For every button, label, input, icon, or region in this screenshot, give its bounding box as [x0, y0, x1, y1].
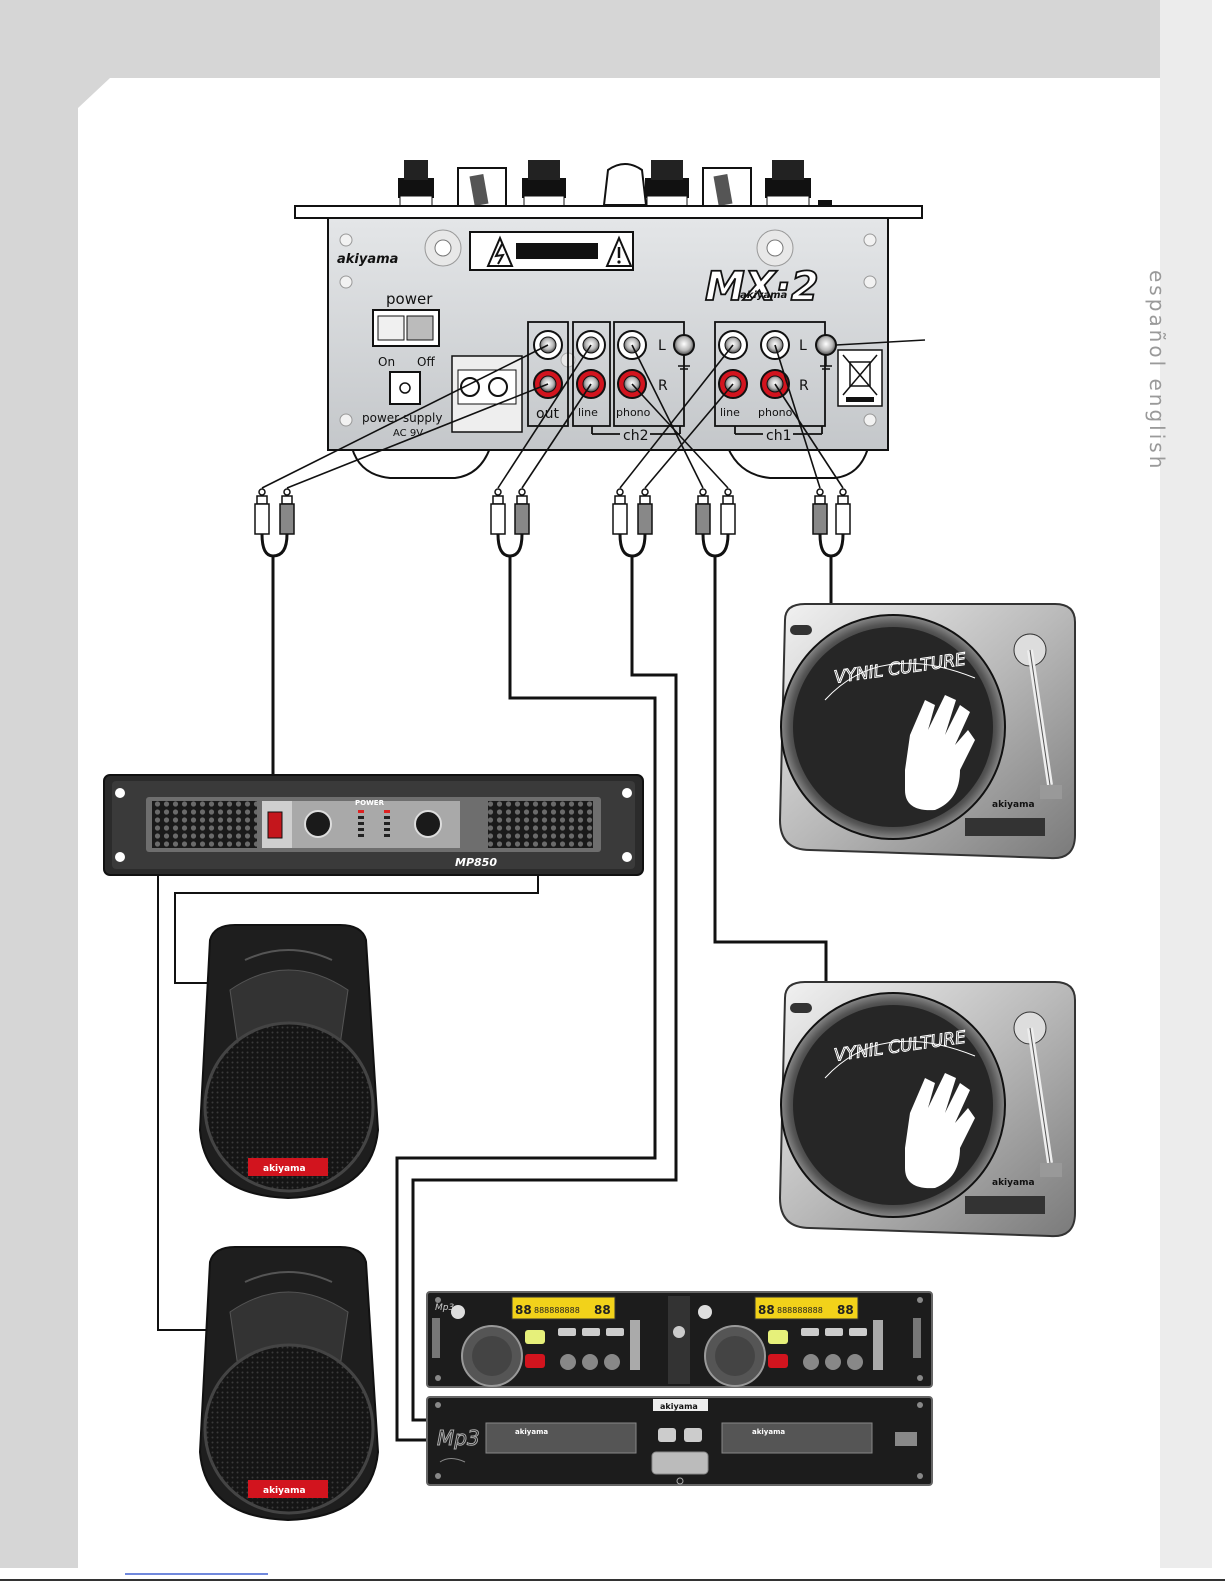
speaker-brand: akiyama — [263, 1164, 306, 1174]
phono-label-ch2: phono — [616, 406, 651, 419]
power-amplifier: POWER MP850 — [104, 775, 643, 875]
ch1-label: ch1 — [766, 428, 791, 444]
display-right-digits-right: 88 — [837, 1303, 854, 1317]
amp-gain-knob-left[interactable] — [305, 811, 331, 837]
speaker-bottom: akiyama — [200, 1247, 378, 1520]
cd-tray-left[interactable] — [486, 1423, 636, 1453]
phono-label-ch1: phono — [758, 406, 793, 419]
out-label: out — [536, 406, 559, 422]
amp-vent-left — [152, 801, 257, 848]
cd-tray-right-brand: akiyama — [752, 1428, 785, 1436]
knob-icon — [645, 160, 689, 206]
cue-button-left[interactable] — [525, 1354, 545, 1368]
display-left-text: 888888888 — [534, 1306, 580, 1315]
cd-player-power-button[interactable] — [652, 1452, 708, 1474]
pitch-fader-right[interactable] — [873, 1320, 883, 1370]
mixer-brand: akiyama — [337, 252, 398, 267]
amp-brand-mark: POWER — [355, 799, 385, 807]
cd-controller: Mp3 888888888 88 88 888888888 88 88 — [427, 1292, 932, 1387]
right-label-ch1: R — [799, 378, 809, 394]
eject-button-right[interactable] — [684, 1428, 702, 1442]
amp-vent-right — [488, 801, 593, 848]
on-label: On — [378, 355, 395, 369]
cd-player-mp3-badge: Mp3 — [437, 1426, 480, 1450]
play-button-left[interactable] — [525, 1330, 545, 1344]
jack-panel — [452, 356, 522, 432]
weee-bin-icon — [838, 350, 882, 406]
line-label-ch2: line — [578, 406, 598, 419]
ch2-label: ch2 — [623, 428, 648, 444]
display-left-digits-right: 88 — [594, 1303, 611, 1317]
fader-icon — [703, 168, 751, 208]
mixer-foot — [352, 448, 490, 478]
right-label-ch2: R — [658, 378, 668, 394]
knob-icon — [522, 160, 566, 206]
line-label-ch1: line — [720, 406, 740, 419]
fader-icon — [458, 168, 506, 208]
left-label-ch2: L — [658, 338, 666, 354]
power-label: power — [386, 290, 433, 308]
mixer-model-logo: MX·2 — [705, 264, 819, 310]
cd-tray-right[interactable] — [722, 1423, 872, 1453]
play-button-right[interactable] — [768, 1330, 788, 1344]
turntable-brand: akiyama — [992, 800, 1035, 810]
mixer-top-plate — [295, 206, 922, 218]
crossfader-knob-icon — [604, 164, 646, 205]
start-stop-button[interactable] — [790, 625, 812, 635]
display-left-digits: 88 — [515, 1303, 532, 1317]
amp-power-switch[interactable] — [268, 812, 282, 838]
display-right-digits: 88 — [758, 1303, 775, 1317]
off-label: Off — [417, 355, 435, 369]
pitch-fader-left[interactable] — [630, 1320, 640, 1370]
speaker-top: akiyama — [200, 925, 378, 1198]
cd-player-deck: akiyama Mp3 akiyama akiyama — [427, 1397, 932, 1485]
turntable-brand: akiyama — [992, 1178, 1035, 1188]
amp-model: MP850 — [455, 856, 497, 869]
left-label-ch1: L — [799, 338, 807, 354]
speaker-brand: akiyama — [263, 1486, 306, 1496]
display-right-text: 888888888 — [777, 1306, 823, 1315]
cd-tray-left-brand: akiyama — [515, 1428, 548, 1436]
amp-gain-knob-right[interactable] — [415, 811, 441, 837]
mixer-model-brand: akiyama — [740, 290, 788, 301]
cd-player-brand-top: akiyama — [660, 1402, 698, 1411]
ac-voltage-label: AC 9V — [393, 428, 423, 439]
eject-button-left[interactable] — [658, 1428, 676, 1442]
warning-label — [470, 232, 633, 270]
turntable-2: VYNIL CULTURE akiyama — [780, 982, 1075, 1236]
cue-button-right[interactable] — [768, 1354, 788, 1368]
language-tab-label: español english — [1145, 270, 1169, 471]
turntable-1: VYNIL CULTURE akiyama — [780, 604, 1075, 858]
start-stop-button[interactable] — [790, 1003, 812, 1013]
mixer: akiyama MX·2 akiyama power On Off power … — [295, 160, 925, 478]
